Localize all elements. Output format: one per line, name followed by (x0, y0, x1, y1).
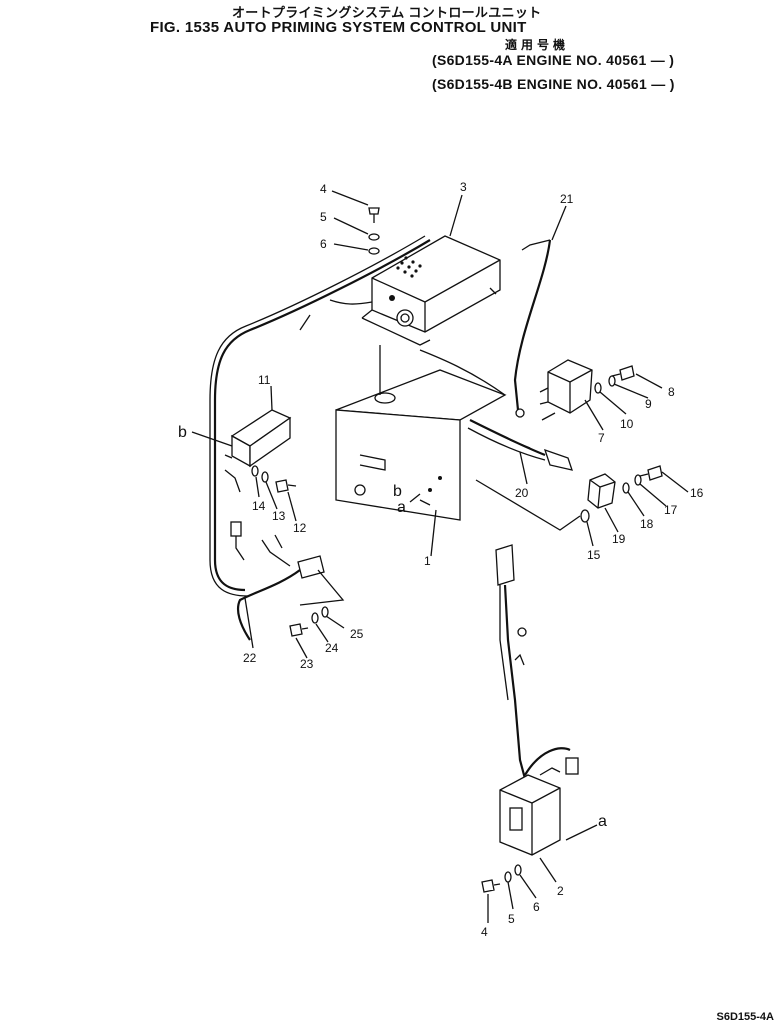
relay-7 (539, 359, 593, 421)
callout-20: 20 (515, 486, 529, 500)
callout-10: 10 (620, 417, 634, 431)
ref-letter-a-unit: a (598, 813, 607, 830)
leader-lines (191, 190, 689, 923)
connector-plugs (230, 521, 325, 579)
callout-6-top: 6 (320, 237, 327, 251)
drawing-code: S6D155-4A (716, 1011, 774, 1023)
callout-5-bottom: 5 (508, 912, 515, 926)
ref-letter-b-bracket: b (393, 483, 402, 500)
callout-11: 11 (258, 373, 271, 387)
sensor-wire-21 (513, 239, 552, 418)
bracket-1 (335, 345, 507, 521)
callout-15: 15 (587, 548, 601, 562)
figure-title: FIG. 1535 AUTO PRIMING SYSTEM CONTROL UN… (150, 19, 527, 36)
callout-8: 8 (668, 385, 675, 399)
callout-13: 13 (272, 509, 286, 523)
hardware-bolts (251, 207, 663, 893)
ref-letter-b-left: b (178, 424, 187, 441)
callout-21: 21 (560, 192, 574, 206)
callout-18: 18 (640, 517, 654, 531)
control-unit-2 (495, 544, 579, 856)
harness-20 (467, 419, 573, 471)
callout-6-bottom: 6 (533, 900, 540, 914)
callout-4-top: 4 (320, 182, 327, 196)
callout-17: 17 (664, 503, 678, 517)
engine-applicability-4b: (S6D155-4B ENGINE NO. 40561 — ) (432, 76, 675, 92)
callout-12: 12 (293, 521, 307, 535)
japanese-title: オートプライミングシステム コントロールユニット (232, 5, 542, 20)
callout-5-top: 5 (320, 210, 327, 224)
engine-applicability-4a: (S6D155-4A ENGINE NO. 40561 — ) (432, 52, 675, 68)
relay-19 (587, 473, 616, 509)
callout-23: 23 (300, 657, 314, 671)
callout-2: 2 (557, 884, 564, 898)
control-unit-11 (224, 409, 292, 493)
control-box-3 (361, 235, 501, 346)
applicability-label: 適用号機 (505, 38, 570, 52)
callout-4-bottom: 4 (481, 925, 488, 939)
callout-3: 3 (460, 180, 467, 194)
callout-22: 22 (243, 651, 257, 665)
callout-9: 9 (645, 397, 652, 411)
callout-16: 16 (690, 486, 704, 500)
ref-letter-a-bracket: a (397, 499, 406, 516)
harness-22 (209, 235, 431, 641)
callout-numbers: 4 5 6 3 21 11 8 9 10 7 14 13 12 16 17 18… (243, 180, 704, 939)
callout-19: 19 (612, 532, 626, 546)
reference-letters: b b a a (178, 424, 607, 830)
callout-1: 1 (424, 554, 431, 568)
callout-24: 24 (325, 641, 339, 655)
callout-25: 25 (350, 627, 364, 641)
callout-14: 14 (252, 499, 266, 513)
callout-7: 7 (598, 431, 605, 445)
